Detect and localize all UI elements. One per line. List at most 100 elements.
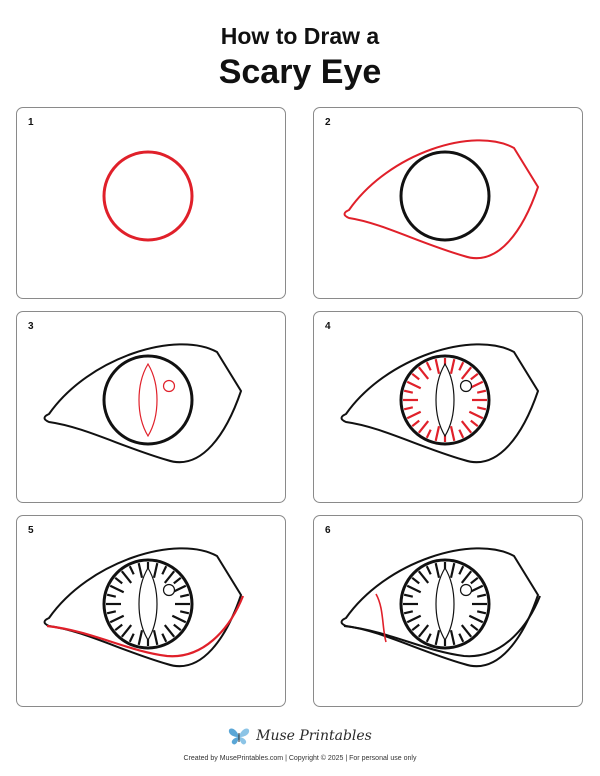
iris-line <box>128 633 135 643</box>
iris-line <box>425 565 432 575</box>
iris-line <box>403 610 414 615</box>
iris-circle <box>399 558 491 650</box>
iris-line <box>137 562 144 578</box>
iris-line <box>417 570 430 584</box>
pupil-slit <box>138 566 158 642</box>
iris-line <box>476 406 487 411</box>
iris-line <box>114 623 123 632</box>
iris-line <box>406 614 422 624</box>
iris-line <box>476 610 487 615</box>
iris-lines <box>403 358 487 442</box>
iris-line <box>460 420 473 434</box>
iris-line <box>458 429 465 439</box>
step-panel-5: 5 <box>16 515 286 707</box>
eye-outline <box>340 343 540 463</box>
step-2-drawing <box>343 139 540 259</box>
step-number: 4 <box>325 321 331 332</box>
step-5-drawing <box>43 547 245 667</box>
brand-name: Muse Printables <box>256 728 372 744</box>
iris-line <box>403 593 414 598</box>
iris-line <box>403 389 414 394</box>
step-number: 1 <box>28 117 34 128</box>
iris-line <box>460 624 473 638</box>
highlight-circle <box>459 379 473 393</box>
step-6-drawing <box>340 547 541 667</box>
iris-line <box>128 565 135 575</box>
iris-line <box>411 372 420 381</box>
iris-line <box>163 570 176 584</box>
pupil-slit <box>435 362 455 438</box>
iris-line <box>470 419 479 428</box>
iris-line <box>406 380 422 390</box>
iris-line <box>173 623 182 632</box>
highlight-circle <box>162 583 176 597</box>
iris-line <box>434 562 441 578</box>
iris-line <box>468 410 484 420</box>
iris-line <box>171 614 187 624</box>
brand-logo: Muse Printables <box>0 724 600 748</box>
iris-line <box>458 361 465 371</box>
step-panel-2: 2 <box>313 107 583 299</box>
iris-line <box>179 610 190 615</box>
iris-line <box>120 570 133 584</box>
iris-line <box>161 633 168 643</box>
iris-line <box>460 366 473 380</box>
step-number: 2 <box>325 117 331 128</box>
iris-line <box>470 372 479 381</box>
iris-line <box>470 576 479 585</box>
iris-line <box>173 576 182 585</box>
iris-circle <box>102 354 194 446</box>
iris-circle <box>399 150 491 242</box>
iris-circle <box>399 354 491 446</box>
step-panel-1: 1 <box>16 107 286 299</box>
iris-line <box>468 614 484 624</box>
step-panel-6: 6 <box>313 515 583 707</box>
step-1-drawing <box>102 150 194 242</box>
iris-line <box>449 630 456 646</box>
iris-line <box>434 358 441 374</box>
footer-credit: Created by MusePrintables.com | Copyrigh… <box>183 755 417 762</box>
eye-outline <box>43 343 243 463</box>
lower-lid-line <box>46 595 245 658</box>
pupil-slit <box>138 362 158 438</box>
step-3-drawing <box>43 343 243 463</box>
iris-line <box>152 562 159 578</box>
eye-outline <box>343 139 540 259</box>
tear-duct-line <box>375 593 387 643</box>
iris-line <box>403 406 414 411</box>
iris-line <box>458 633 465 643</box>
iris-line <box>425 429 432 439</box>
iris-line <box>161 565 168 575</box>
iris-circle <box>102 558 194 650</box>
step-number: 6 <box>325 525 331 536</box>
step-number: 5 <box>28 525 34 536</box>
iris-line <box>152 630 159 646</box>
iris-line <box>460 570 473 584</box>
iris-line <box>406 410 422 420</box>
iris-line <box>449 358 456 374</box>
pupil-slit <box>435 566 455 642</box>
iris-line <box>406 584 422 594</box>
iris-line <box>179 593 190 598</box>
iris-line <box>114 576 123 585</box>
step-4-drawing <box>340 343 540 463</box>
iris-line <box>120 624 133 638</box>
iris-line <box>449 426 456 442</box>
iris-line <box>476 389 487 394</box>
iris-line <box>425 633 432 643</box>
step-panel-3: 3 <box>16 311 286 503</box>
iris-circle <box>102 150 194 242</box>
iris-line <box>106 593 117 598</box>
iris-line <box>106 610 117 615</box>
iris-line <box>137 630 144 646</box>
iris-lines <box>106 562 190 646</box>
iris-line <box>425 361 432 371</box>
step-panel-4: 4 <box>313 311 583 503</box>
iris-line <box>449 562 456 578</box>
iris-line <box>458 565 465 575</box>
iris-line <box>417 420 430 434</box>
iris-line <box>417 624 430 638</box>
iris-line <box>411 419 420 428</box>
iris-line <box>470 623 479 632</box>
iris-line <box>109 584 125 594</box>
